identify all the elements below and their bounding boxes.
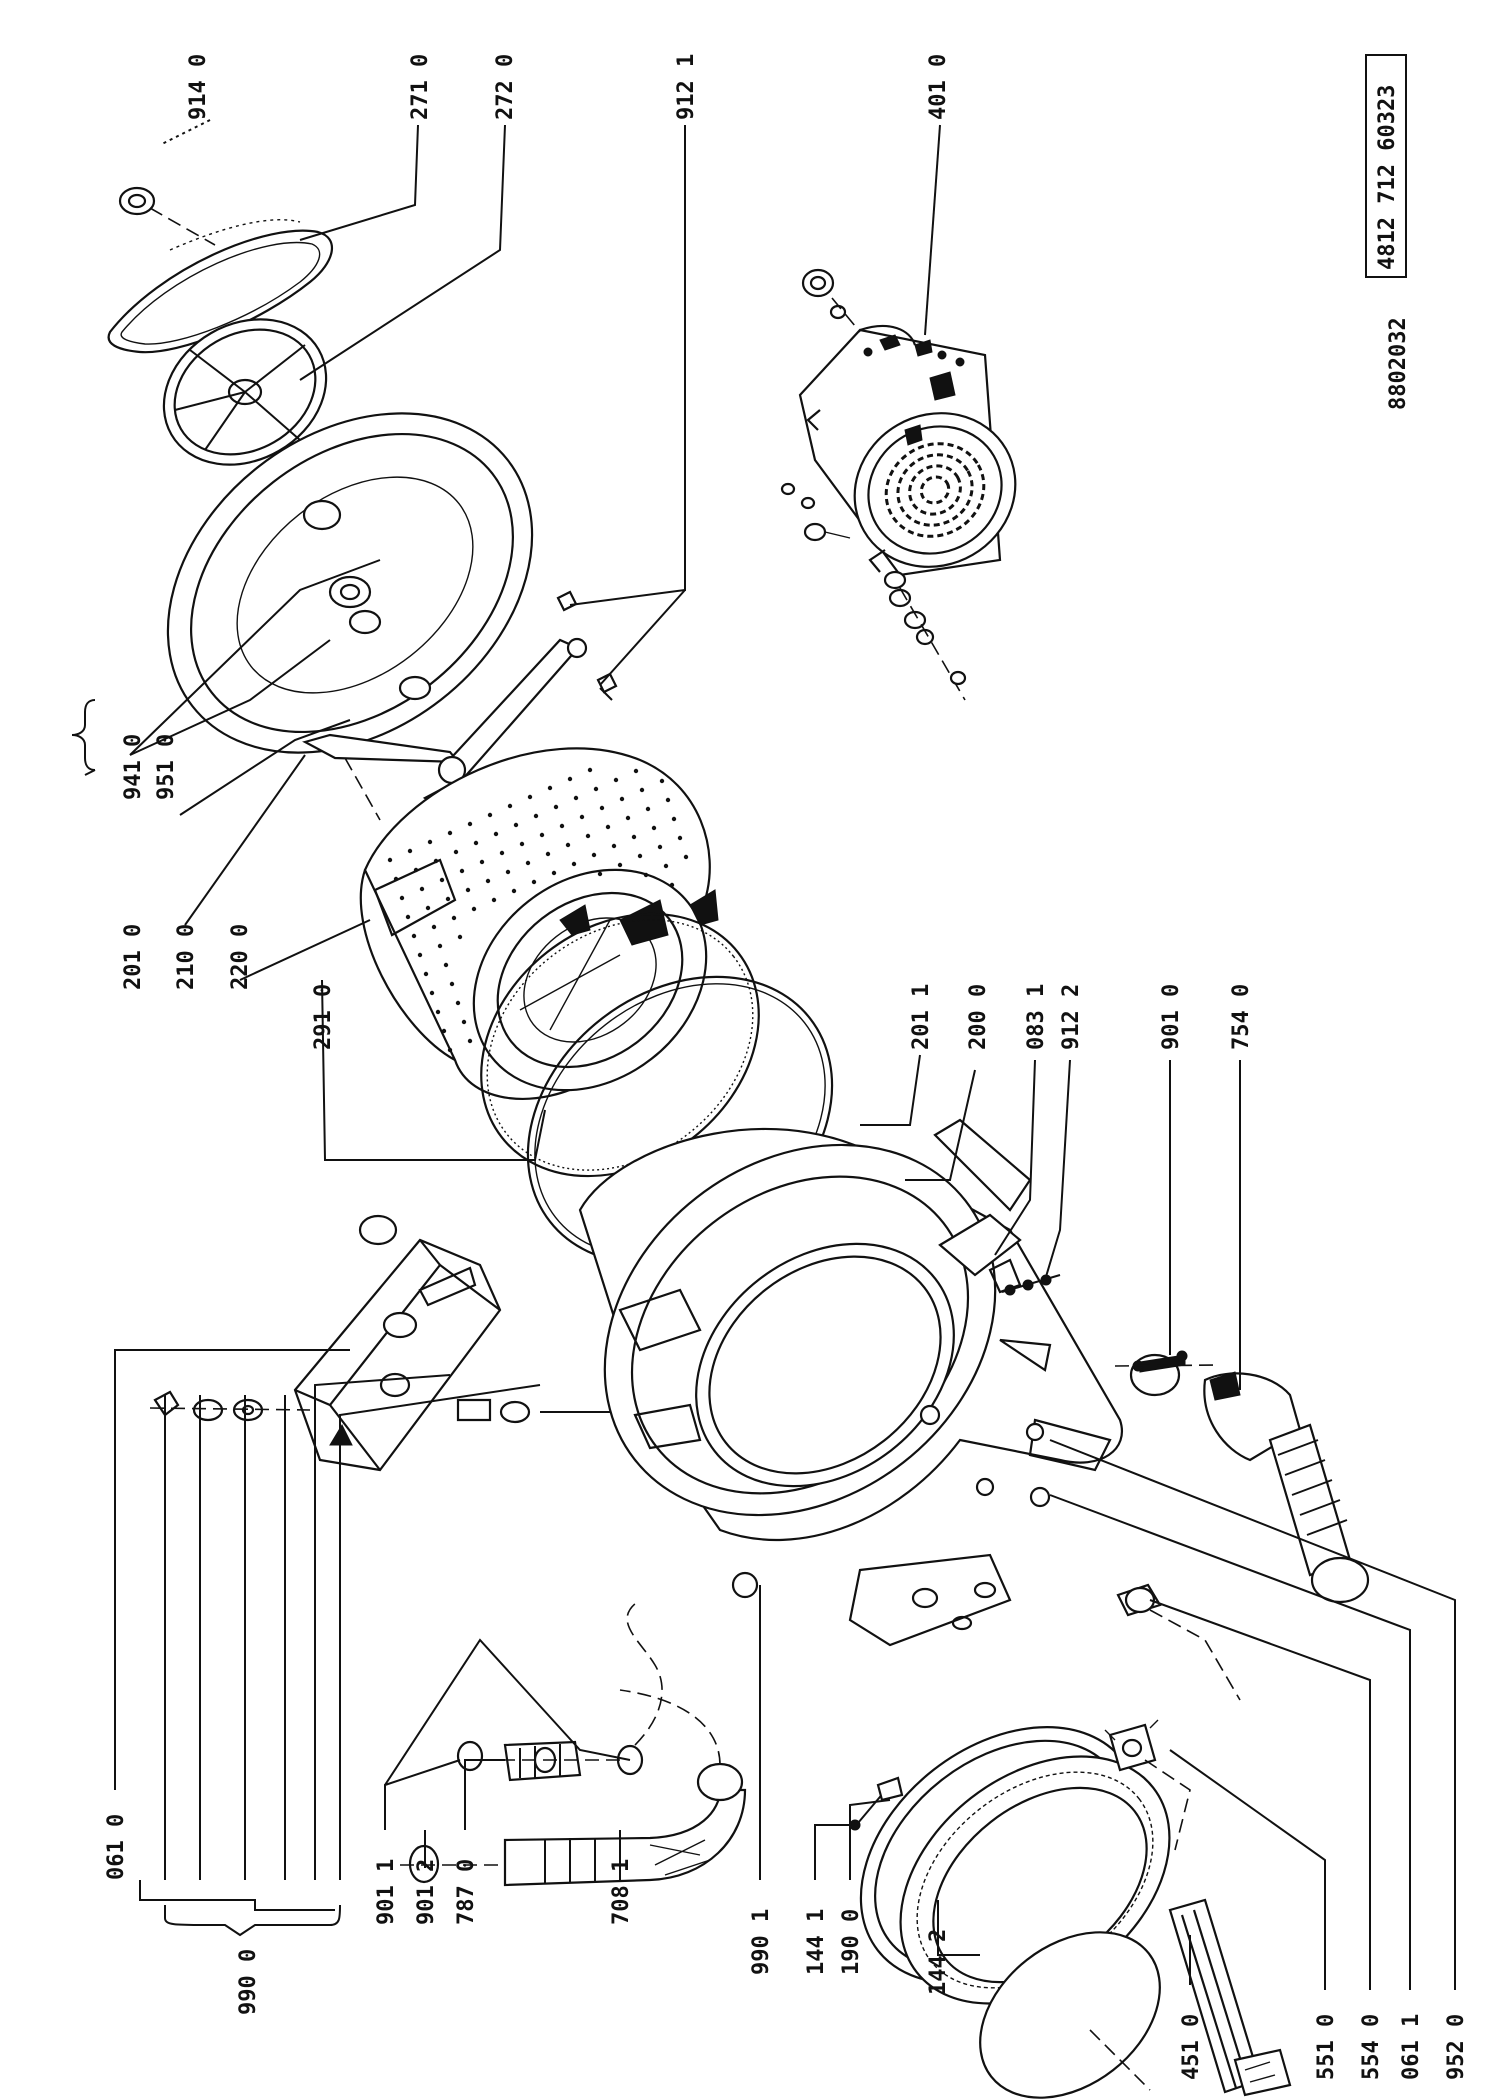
callout-leader-lines — [114, 119, 1456, 1990]
callout-210-0: 210 0 — [174, 924, 199, 990]
drum-pulley — [162, 318, 328, 466]
callout-952-0: 952 0 — [1444, 2014, 1469, 2080]
callout-990-1: 990 1 — [749, 1909, 774, 1975]
sump-hose — [400, 1689, 747, 1887]
callout-951-0: 951 0 — [154, 734, 179, 800]
part-code: 4812 712 60323 — [1375, 85, 1400, 270]
callout-201-0: 201 0 — [121, 924, 146, 990]
callout-914-0: 914 0 — [186, 54, 211, 120]
callout-554-0: 554 0 — [1359, 2014, 1384, 2080]
callout-990-bracket — [164, 1904, 341, 1937]
outer-tub — [578, 1118, 1123, 1647]
callout-190-0: 190 0 — [839, 1909, 864, 1975]
parts-artwork — [107, 186, 1370, 2099]
drive-motor — [780, 268, 1017, 701]
callout-083-1: 083 1 — [1024, 984, 1049, 1050]
callout-272-0: 272 0 — [493, 54, 518, 120]
callout-291-0: 291 0 — [311, 984, 336, 1050]
callout-901-0: 901 0 — [1159, 984, 1184, 1050]
thermostat — [1104, 1583, 1241, 1851]
callout-901-2: 901 2 — [414, 1859, 439, 1925]
callout-787-0: 787 0 — [454, 1859, 479, 1925]
tub-bracket — [938, 1213, 1061, 1296]
pump-hose — [1114, 1350, 1370, 1604]
callout-912-2: 912 2 — [1059, 984, 1084, 1050]
callout-061-1: 061 1 — [1399, 2014, 1424, 2080]
callout-551-0: 551 0 — [1314, 2014, 1339, 2080]
callout-990-0: 990 0 — [236, 1949, 261, 2015]
callout-941-0: 941 0 — [121, 734, 146, 800]
callout-901-1: 901 1 — [374, 1859, 399, 1925]
callout-061-0: 061 0 — [104, 1814, 129, 1880]
perforated-drum — [359, 747, 719, 1100]
callout-200-0: 200 0 — [966, 984, 991, 1050]
callout-708-1: 708 1 — [609, 1859, 634, 1925]
callout-271-0: 271 0 — [408, 54, 433, 120]
drawing-number: 8802032 — [1386, 317, 1411, 410]
callout-754-0: 754 0 — [1229, 984, 1254, 1050]
motor-fan-grille — [884, 442, 986, 538]
motor-pulley — [118, 186, 216, 246]
part-code-box — [1365, 54, 1407, 278]
counterweight — [293, 1214, 502, 1472]
heater-element — [1168, 1898, 1292, 2097]
callout-201-bracket — [71, 699, 96, 776]
door-glass — [979, 1931, 1161, 2099]
callout-401-0: 401 0 — [926, 54, 951, 120]
callout-labels: 914 0 271 0 272 0 912 1 401 0 941 0 951 … — [104, 54, 1469, 2080]
drive-belt — [107, 219, 334, 354]
callout-220-0: 220 0 — [228, 924, 253, 990]
callout-201-1: 201 1 — [909, 984, 934, 1050]
callout-144-1: 144 1 — [804, 1909, 829, 1975]
callout-144-2: 144 2 — [926, 1929, 951, 1995]
tub-rear-cover — [166, 412, 534, 754]
callout-451-0: 451 0 — [1179, 2014, 1204, 2080]
detergent-hose — [456, 1599, 663, 1782]
counterweight-fasteners — [149, 1390, 610, 1424]
callout-912-1: 912 1 — [674, 54, 699, 120]
document-info: 8802032 4812 712 60323 — [1365, 54, 1411, 410]
